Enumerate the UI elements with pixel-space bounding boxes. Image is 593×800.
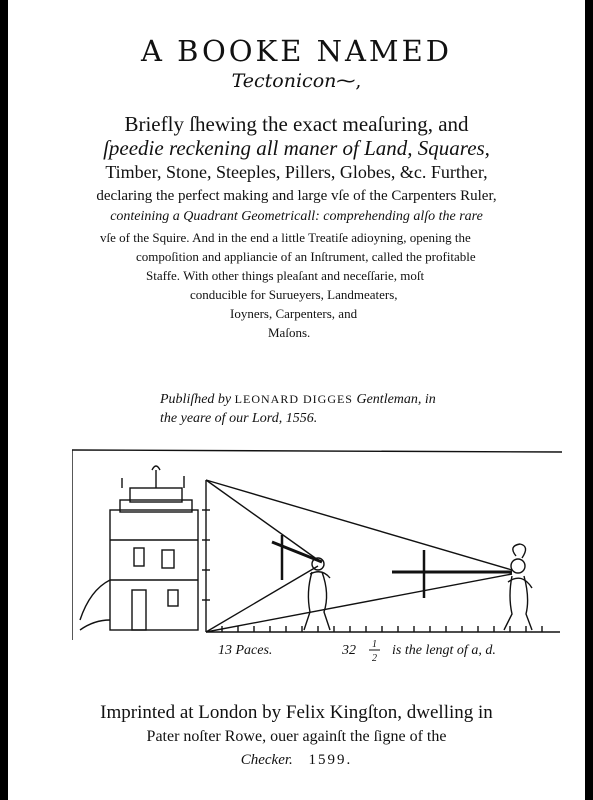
label-fraction-den: 2 (372, 653, 377, 664)
figure-top-border (72, 449, 562, 453)
woodcut-illustration: 13 Paces. 32 1 2 is the lengt of a, d. (72, 449, 562, 664)
height-ticks (202, 509, 210, 601)
book-title: A BOOKE NAMED (140, 34, 453, 68)
body-line-6: vſe of the Squire. And in the end a litt… (100, 230, 471, 245)
publisher-line-1: Publiſhed by LEONARD DIGGES Gentleman, i… (160, 390, 520, 409)
body-line-5: conteining a Quadrant Geometricall: comp… (110, 209, 483, 224)
ruler-ticks (221, 626, 543, 632)
imprint-line-3: Checker. 1599. (0, 752, 593, 769)
publisher-line-2: the yeare of our Lord, 1556. (160, 411, 318, 426)
body-line-1: Briefly ſhewing the exact meaſuring, and (124, 112, 469, 136)
body-line-11: Maſons. (268, 325, 311, 340)
body-line-2: ſpeedie reckening all maner of Land, Squ… (103, 136, 490, 160)
sight-line-top (205, 479, 513, 571)
body-line-7: compoſition and appliancie of an Inſtrum… (136, 249, 476, 264)
book-subtitle: Tectonicon⁓, (0, 70, 593, 92)
imprint-line-2: Pater noſter Rowe, ouer againſt the ſign… (146, 728, 447, 745)
body-line-3: Timber, Stone, Steeples, Pillers, Globes… (105, 162, 488, 182)
near-surveyor-icon (303, 557, 331, 631)
body-line-8: Staffe. With other things pleaſant and n… (146, 268, 425, 283)
imprint-line-1: Imprinted at London by Felix Kingſton, d… (100, 702, 493, 723)
publisher-suffix: Gentleman, in (356, 392, 436, 407)
label-rest: is the lengt of a, d. (392, 643, 496, 658)
body-line-4: declaring the perfect making and large v… (96, 188, 497, 204)
publisher-note: Publiſhed by LEONARD DIGGES Gentleman, i… (160, 390, 520, 428)
tower-icon (79, 465, 199, 631)
scan-edge-right (585, 0, 593, 800)
sight-line-near-top (205, 479, 319, 561)
sight-line-near-bottom (205, 565, 319, 633)
label-measure: 32 (341, 643, 356, 658)
sight-line-bottom (205, 573, 513, 633)
label-fraction-num: 1 (372, 639, 377, 650)
label-paces: 13 Paces. (218, 643, 272, 658)
subtitle-text: Tectonicon (231, 70, 337, 92)
body-line-9: conducible for Surueyers, Landmeaters, (190, 287, 398, 302)
flourish-icon: ⁓, (336, 70, 362, 92)
near-staff (271, 540, 323, 564)
sign-name: Checker. (240, 752, 293, 768)
scan-edge-left (0, 0, 8, 800)
far-surveyor-icon (503, 543, 533, 631)
publisher-prefix: Publiſhed by (160, 392, 232, 407)
imprint-year: 1599. (308, 752, 353, 768)
author-name: LEONARD DIGGES (234, 392, 353, 406)
body-line-10: Ioyners, Carpenters, and (230, 306, 358, 321)
